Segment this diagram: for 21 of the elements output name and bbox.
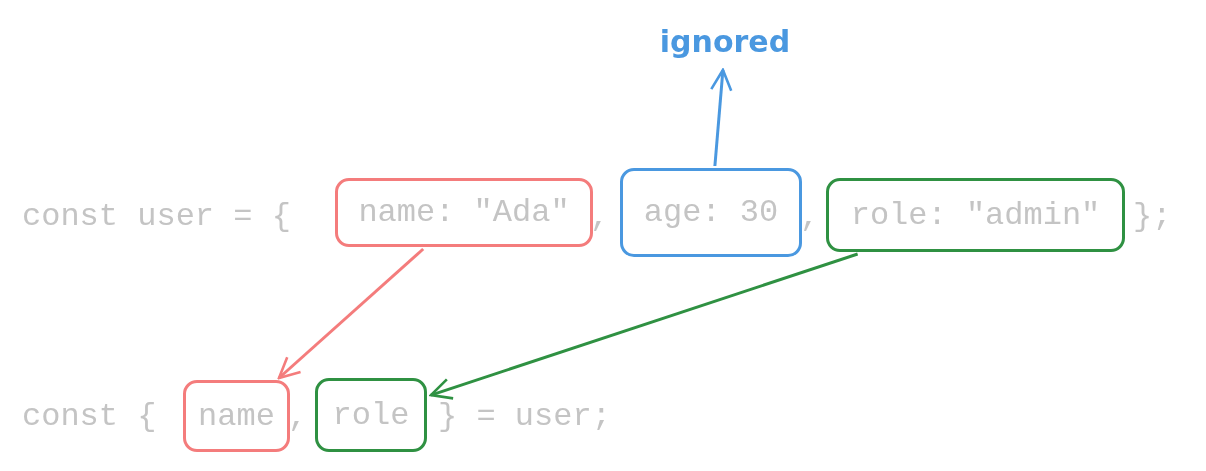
highlight-box	[315, 378, 427, 452]
code-text: };	[1133, 197, 1172, 237]
code-text: ,	[800, 197, 820, 237]
code-text: ,	[288, 397, 308, 437]
code-text: ,	[590, 197, 610, 237]
highlight-box	[826, 178, 1125, 252]
highlight-box	[335, 178, 593, 247]
code-text: const user = {	[22, 197, 291, 237]
arrow	[429, 252, 859, 400]
arrow	[710, 68, 733, 167]
annotation-text: ignored	[650, 24, 800, 59]
highlight-box	[183, 380, 290, 452]
code-text: role: "admin"	[850, 196, 1101, 234]
code-text: name	[198, 397, 275, 435]
code-text: age: 30	[643, 194, 779, 231]
code-text: const {	[22, 397, 157, 437]
arrow	[277, 247, 425, 380]
highlight-box	[620, 168, 802, 257]
code-text: role	[332, 396, 410, 434]
code-text: name: "Ada"	[358, 194, 570, 231]
code-text: } = user;	[438, 397, 611, 437]
